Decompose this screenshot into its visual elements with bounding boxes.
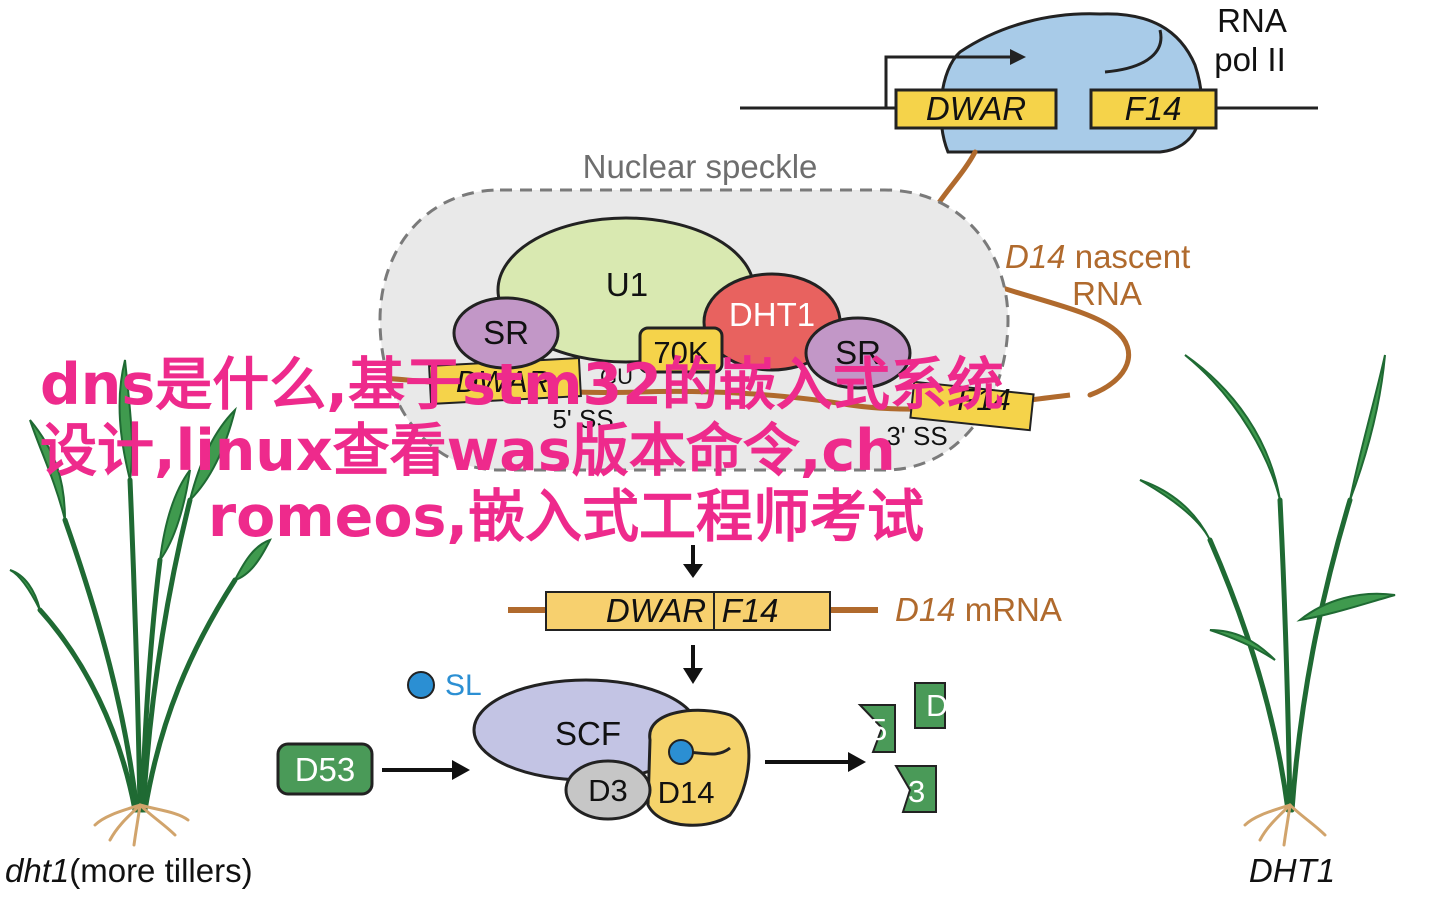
mrna-gene: D14 [895,591,956,628]
transcription-start-arrowhead [1010,49,1026,65]
exon-dwar-box [894,88,1058,130]
mrna-exon-f14-box [713,591,831,631]
rna-pol-label-line2: pol II [1214,41,1286,78]
sl-label: SL [445,669,482,702]
d3-label: D3 [588,773,628,808]
nascent-rna-label-line2: RNA [1072,275,1142,312]
speckle-exon-dwar-label: DWAR [456,364,550,399]
wildtype-plant-leaves [1139,354,1396,661]
u1-label: U1 [606,266,648,303]
mrna-label: D14 mRNA [895,591,1062,628]
dht1-phenotype: (more tillers) [69,852,252,889]
d3-protein [564,759,652,821]
nascent-rna-label-line1: D14 nascent [1005,238,1190,275]
exon-f14-box [1089,88,1218,130]
mrna-exon-f14-label: F14 [722,592,779,629]
speckle-label: Nuclear speckle [583,148,818,185]
sr-left-label: SR [483,314,529,351]
d53-fragment-top-label: D [926,688,948,723]
gene-locus: DWAR F14 RNA pol II [740,2,1318,154]
d53-fragment-mid [857,704,896,753]
d53-fragments: D 5 3 [857,682,948,813]
nascent-rna-gene: D14 [1005,238,1066,275]
d14-protein [646,708,751,827]
d14-label: D14 [658,775,715,810]
dht1-caption: dht1(more tillers) [5,852,253,889]
mrna-exon-dwar-box [545,591,715,631]
arrow-to-mrna-head [683,564,703,578]
dht1-plant-roots [93,803,190,847]
wildtype-plant-stems [1207,497,1353,813]
three-prime-ss-label: 3' SS [886,421,947,451]
watermark-line-3: romeos,嵌入式工程师考试 [208,484,925,550]
70k-label: 70K [653,335,708,370]
transcription-start-arrow [884,55,1010,108]
arrow-to-complex-head [683,668,703,684]
exon-dwar-label: DWAR [926,90,1026,127]
d53-fragment-bot-label: 3 [908,774,925,809]
bound-sl-icon [668,739,694,765]
nascent-rna-word: nascent [1066,238,1191,275]
rice-plant-dht1-icon [9,359,272,847]
scf-complex: SL SCF D3 D14 [407,669,751,827]
rna-pol-ii-fold [1104,29,1163,74]
watermark-line-1: dns是什么,基于stm32的嵌入式系统 [40,352,1004,418]
d53-label: D53 [295,751,356,788]
wildtype-caption: DHT1 [1249,852,1335,889]
sr-protein-left [452,296,560,370]
dht1-plant-leaves [9,359,272,611]
d53-fragment-mid-label: 5 [870,712,887,747]
gu-site-label: GU [600,364,633,389]
nuclear-speckle: Nuclear speckle U1 DHT1 SR SR 70K DWAR F… [378,148,1071,472]
dht1-gene: dht1 [5,852,69,889]
speckle-exon-f14-box [909,380,1035,432]
sr-protein-right [804,316,912,390]
speckle-exon-f14-label: F14 [957,382,1010,417]
rice-plant-wildtype-icon [1139,354,1396,847]
wildtype-plant-roots [1243,803,1327,847]
sr-right-label: SR [835,334,881,371]
watermark-line-2: 设计,linux查看was版本命令,ch [40,418,896,484]
d53-protein [276,742,374,796]
dht1-plant-stems [37,477,238,813]
mature-mrna: DWAR F14 D14 mRNA [508,591,1062,631]
sl-molecule-icon [407,671,435,699]
rna-pol-label-line1: RNA [1217,2,1287,39]
rna-pol-ii-shape [939,12,1203,154]
arrow-d53-head [452,760,470,780]
scf-label: SCF [555,715,621,752]
d53-fragment-bot [894,765,937,813]
arrow-degradation-head [848,752,866,772]
mrna-exon-dwar-label: DWAR [606,592,706,629]
d53-fragment-top [914,682,946,729]
70k-protein [638,326,724,374]
mrna-word: mRNA [956,591,1062,628]
exon-f14-label: F14 [1125,90,1182,127]
five-prime-ss-label: 5' SS [552,404,613,434]
dht1-label: DHT1 [729,296,815,333]
